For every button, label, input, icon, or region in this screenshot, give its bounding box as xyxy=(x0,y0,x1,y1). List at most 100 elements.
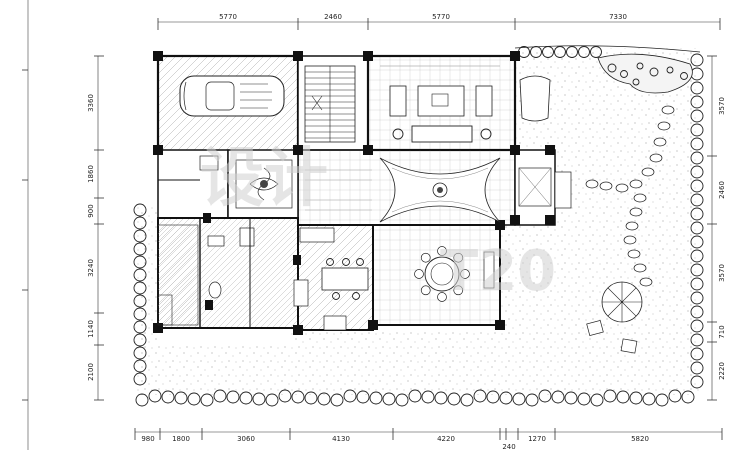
svg-text:T20: T20 xyxy=(440,239,556,304)
top-dimension-line: 5770 2460 5770 7330 xyxy=(157,13,721,30)
shrub xyxy=(590,393,604,407)
left-dim-3: 900 xyxy=(87,204,95,217)
shrub xyxy=(135,393,149,407)
dining-chair xyxy=(437,246,447,256)
bathroom-fixtures xyxy=(158,155,255,328)
shrub xyxy=(278,389,292,403)
hall-floor-medallion xyxy=(305,157,501,223)
stepping-stone xyxy=(623,235,637,245)
shrub xyxy=(690,375,704,389)
kitchen-counter xyxy=(293,227,369,331)
shrub xyxy=(616,390,630,404)
shrub xyxy=(690,235,704,249)
shrub xyxy=(690,221,704,235)
left-dimension-line: 3360 1860 900 3240 1140 2100 xyxy=(87,55,104,401)
stepping-stone xyxy=(615,183,629,193)
hedge-shrubs xyxy=(133,46,704,407)
shrub xyxy=(133,320,147,334)
shrub xyxy=(566,46,578,58)
shrub xyxy=(330,393,344,407)
shrub xyxy=(213,389,227,403)
shrub xyxy=(133,346,147,360)
shrub xyxy=(133,255,147,269)
shrub xyxy=(512,392,526,406)
shrub xyxy=(690,277,704,291)
bottom-dim-1: 980 xyxy=(141,435,154,443)
staircase xyxy=(304,65,356,143)
shrub xyxy=(690,207,704,221)
shrub xyxy=(690,263,704,277)
left-dim-6: 2100 xyxy=(87,363,95,381)
stepping-stone xyxy=(657,121,671,131)
shrub xyxy=(133,333,147,347)
shrub xyxy=(538,389,552,403)
dining-chair xyxy=(437,292,447,302)
top-dim-1: 5770 xyxy=(219,13,237,21)
shrub xyxy=(681,390,695,404)
shrub xyxy=(690,291,704,305)
shrub xyxy=(690,361,704,375)
right-dimension-line: 3570 2460 3570 710 2220 xyxy=(707,55,726,401)
shrub xyxy=(421,390,435,404)
shrub xyxy=(542,46,554,58)
stepping-stone xyxy=(653,137,667,147)
shrub xyxy=(577,392,591,406)
shrub xyxy=(690,333,704,347)
shrub xyxy=(408,389,422,403)
shrub xyxy=(690,305,704,319)
stepping-stone xyxy=(633,263,647,273)
left-dim-4: 3240 xyxy=(87,259,95,277)
shrub xyxy=(690,109,704,123)
shrub xyxy=(603,389,617,403)
structural-columns xyxy=(153,51,555,335)
bottom-dim-7: 1270 xyxy=(528,435,546,443)
stepping-stone xyxy=(629,207,643,217)
shrub xyxy=(668,389,682,403)
shrub xyxy=(356,390,370,404)
shrub xyxy=(200,393,214,407)
shrub xyxy=(133,359,147,373)
left-dim-2: 1860 xyxy=(87,165,95,183)
watermark: 设计 T20 xyxy=(200,142,556,304)
shrub xyxy=(554,46,566,58)
right-dim-2: 2460 xyxy=(718,181,726,199)
right-dim-3: 3570 xyxy=(718,264,726,282)
left-margin-markers xyxy=(22,69,28,401)
bottom-dim-4: 4130 xyxy=(332,435,350,443)
shrub xyxy=(265,393,279,407)
shrub xyxy=(690,347,704,361)
shrub xyxy=(499,391,513,405)
bottom-dim-8: 5820 xyxy=(631,435,649,443)
stepping-stone-path xyxy=(585,105,675,287)
shrub xyxy=(590,46,602,58)
shrub xyxy=(525,393,539,407)
shrub xyxy=(252,392,266,406)
shrub xyxy=(174,391,188,405)
shrub xyxy=(239,391,253,405)
dining-chair xyxy=(453,285,464,296)
shrub xyxy=(690,137,704,151)
dining-chair xyxy=(414,269,424,279)
svg-text:设计: 设计 xyxy=(200,142,328,216)
shrub xyxy=(690,123,704,137)
shrub xyxy=(690,95,704,109)
shrub xyxy=(148,389,162,403)
stepping-stone xyxy=(625,221,639,231)
stepping-stone xyxy=(627,249,641,259)
shrub xyxy=(133,294,147,308)
shrub xyxy=(382,392,396,406)
shrub xyxy=(690,179,704,193)
shrub xyxy=(690,53,704,67)
shrub xyxy=(690,81,704,95)
shrub xyxy=(395,393,409,407)
shrub xyxy=(642,392,656,406)
right-dim-4: 710 xyxy=(718,325,726,338)
shrub xyxy=(434,391,448,405)
shrub xyxy=(133,268,147,282)
living-room-sofa-set xyxy=(380,65,500,143)
bottom-dim-6: 240 xyxy=(502,443,515,450)
shrub xyxy=(690,193,704,207)
left-dim-5: 1140 xyxy=(87,320,95,338)
bottom-dim-2: 1800 xyxy=(172,435,190,443)
stepping-stone xyxy=(633,193,647,203)
